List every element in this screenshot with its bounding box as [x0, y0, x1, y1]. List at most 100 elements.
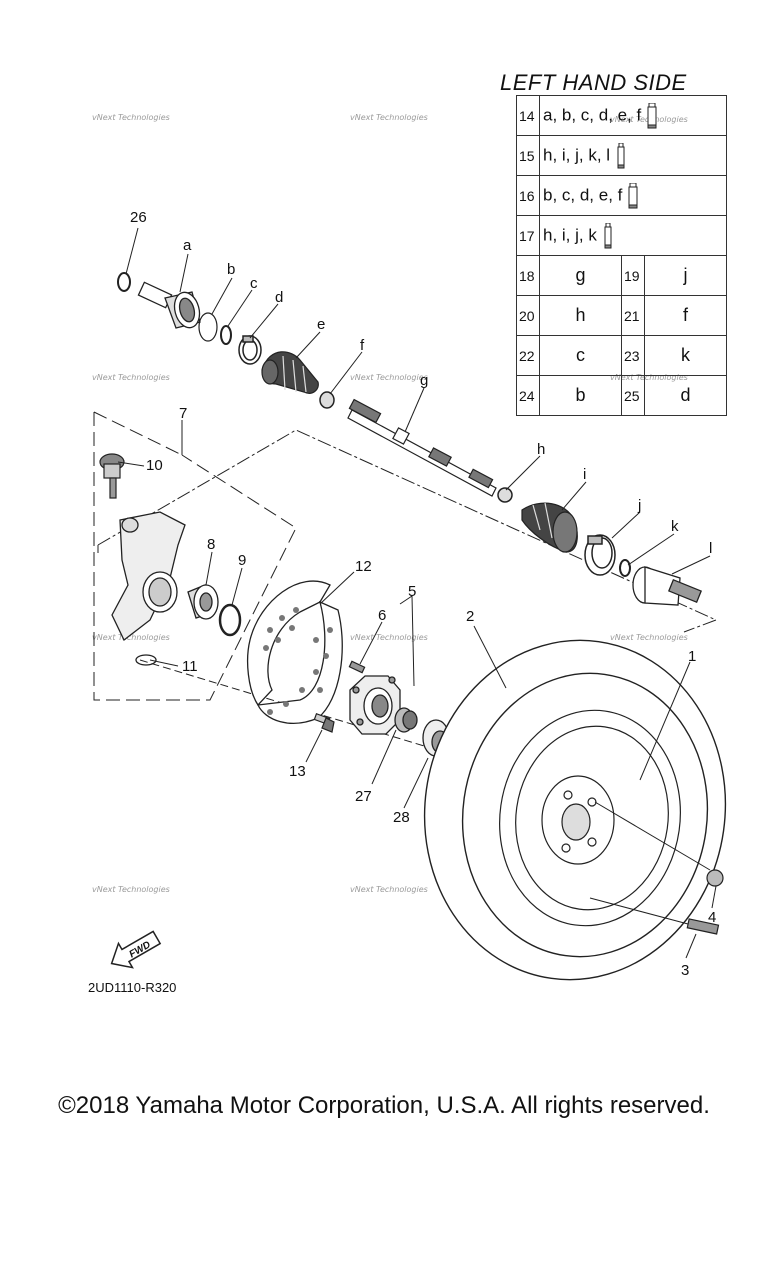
pair-row: 18 g 19 j: [516, 255, 727, 296]
pair-value: k: [644, 335, 727, 376]
grease-tube-icon: [604, 222, 612, 248]
circlip-9: [218, 603, 242, 637]
drive-shaft-g: [347, 398, 497, 497]
pair-value: g: [539, 255, 622, 296]
callout-9: 9: [238, 552, 246, 569]
callout-2: 2: [466, 608, 474, 625]
spec-row-number: 16: [516, 175, 540, 216]
pair-number: 18: [516, 255, 540, 296]
pair-row: 22 c 23 k: [516, 335, 727, 376]
inner-joint-l: [632, 566, 703, 606]
grease-tube-icon: [617, 142, 625, 168]
callout-j: j: [637, 497, 641, 514]
callout-g: g: [420, 372, 428, 389]
pair-number: 19: [621, 255, 645, 296]
grease-tube-icon: [628, 182, 638, 208]
boot-e: [261, 351, 319, 394]
spec-row-text: h, i, j, k: [543, 224, 597, 244]
pair-value: j: [644, 255, 727, 296]
spec-row-parts: a, b, c, d, e, f: [539, 95, 727, 136]
pair-number: 21: [621, 295, 645, 336]
pair-number: 24: [516, 375, 540, 416]
callout-b: b: [227, 261, 235, 278]
callout-12: 12: [355, 558, 372, 575]
grease-tube-icon: [647, 102, 657, 128]
watermark: vNext Technologies: [92, 633, 170, 642]
spec-row-text: b, c, d, e, f: [543, 184, 623, 204]
watermark: vNext Technologies: [350, 373, 428, 382]
callout-10: 10: [146, 457, 163, 474]
disc-bolt-13: [313, 713, 335, 733]
hub-bolt-6: [348, 660, 366, 674]
axle-nut-27: [394, 707, 418, 733]
callout-8: 8: [207, 536, 215, 553]
callout-labels: 26 a b c d e f g h i j k l 7 10 8 9 11 1…: [130, 209, 716, 979]
callout-3: 3: [681, 962, 689, 979]
pair-number: 22: [516, 335, 540, 376]
pair-row: 20 h 21 f: [516, 295, 727, 336]
callout-h: h: [537, 441, 545, 458]
diagram-code: 2UD1110-R320: [88, 980, 177, 995]
watermark: vNext Technologies: [92, 113, 170, 122]
pair-number: 25: [621, 375, 645, 416]
leader-lines: [117, 227, 717, 959]
spec-row-text: a, b, c, d, e, f: [543, 104, 642, 124]
callout-6: 6: [378, 607, 386, 624]
wheel-nut-4: [706, 869, 724, 887]
pair-row: 24 b 25 d: [516, 375, 727, 416]
watermark: vNext Technologies: [92, 885, 170, 894]
callout-5: 5: [408, 583, 416, 600]
spec-table: 14 a, b, c, d, e, f 15 h, i, j, k, l 16 …: [516, 95, 727, 416]
pair-value: f: [644, 295, 727, 336]
fwd-label: FWD: [127, 940, 152, 961]
circlip-k: [619, 559, 631, 577]
callout-4: 4: [708, 909, 716, 926]
callout-28: 28: [393, 809, 410, 826]
boot-band-d: [238, 335, 262, 365]
callout-i: i: [583, 466, 586, 483]
pair-value: h: [539, 295, 622, 336]
callout-e: e: [317, 316, 325, 333]
pair-value: c: [539, 335, 622, 376]
boot-band-j: [584, 534, 616, 576]
watermark: vNext Technologies: [92, 373, 170, 382]
fwd-arrow-icon: FWD: [110, 930, 162, 969]
callout-1: 1: [688, 648, 696, 665]
ball-joint-10: [99, 453, 125, 499]
spec-row: 14 a, b, c, d, e, f: [516, 95, 727, 136]
bearing-8: [187, 584, 219, 620]
watermark: vNext Technologies: [350, 113, 428, 122]
watermark: vNext Technologies: [350, 885, 428, 894]
ring-c: [220, 325, 232, 345]
pair-value: d: [644, 375, 727, 416]
spec-row-parts: h, i, j, k: [539, 215, 727, 256]
wheel-stud-3: [686, 918, 720, 935]
spec-row-parts: b, c, d, e, f: [539, 175, 727, 216]
pair-number: 20: [516, 295, 540, 336]
callout-13: 13: [289, 763, 306, 780]
boot-band-f: [319, 391, 335, 409]
watermark: vNext Technologies: [350, 633, 428, 642]
callout-27: 27: [355, 788, 372, 805]
spec-row-parts: h, i, j, k, l: [539, 135, 727, 176]
spec-row-number: 15: [516, 135, 540, 176]
cotter-pin-11: [135, 654, 157, 666]
pair-value: b: [539, 375, 622, 416]
exploded-parts-diagram: vNext Technologies vNext Technologies vN…: [92, 113, 727, 981]
wheel-hub-5: [349, 675, 401, 735]
spec-row: 17 h, i, j, k: [516, 215, 727, 256]
callout-f: f: [360, 337, 365, 354]
steering-knuckle-7: [111, 511, 186, 642]
callout-a: a: [183, 237, 192, 254]
circlip-26: [117, 272, 131, 292]
boot-i: [521, 502, 578, 553]
spec-row: 15 h, i, j, k, l: [516, 135, 727, 176]
boot-band-h: [497, 487, 513, 503]
wheel-rim-1: [499, 709, 681, 927]
ring-b: [198, 312, 218, 342]
pair-number: 23: [621, 335, 645, 376]
side-title: LEFT HAND SIDE: [500, 70, 687, 95]
brake-disc-12: [246, 580, 343, 724]
callout-11: 11: [182, 658, 198, 675]
callout-l: l: [709, 540, 712, 557]
